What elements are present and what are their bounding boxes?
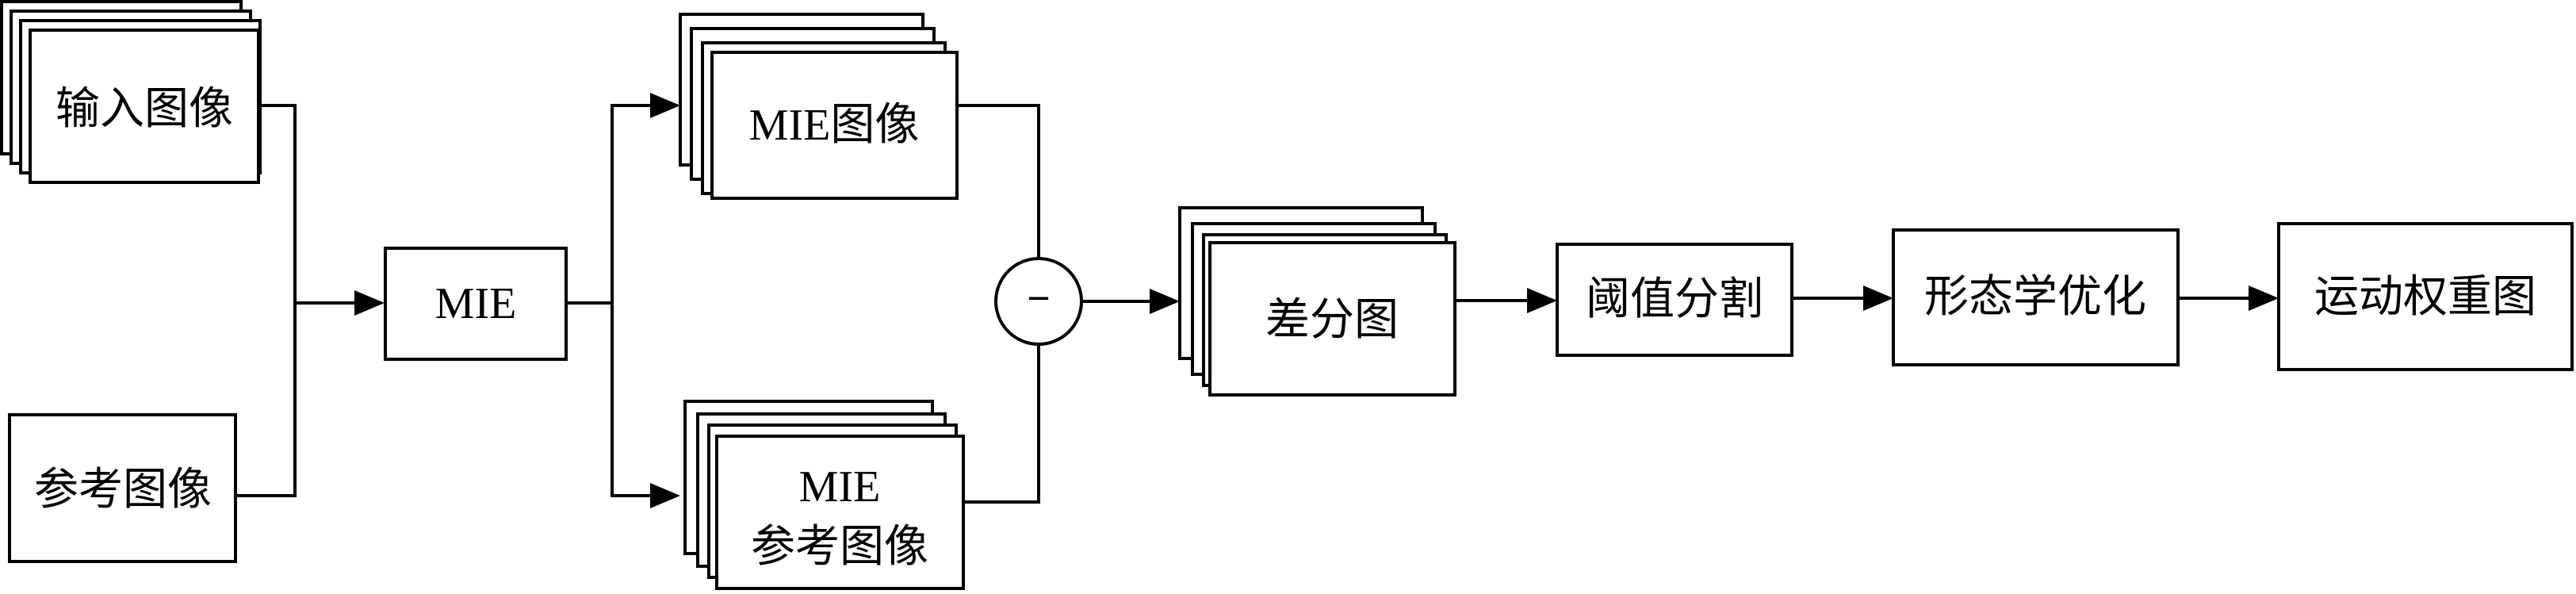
threshold-box — [1556, 243, 1793, 357]
node-motion-weight: 运动权重图 — [2277, 222, 2574, 371]
mie-image-box — [710, 51, 959, 200]
difference-map-box — [1208, 241, 1456, 397]
mie-box — [384, 247, 568, 361]
subtract-circle — [994, 257, 1083, 346]
connector-reference-to-merge — [235, 303, 297, 497]
mie-ref-label-line1: MIE — [799, 462, 881, 512]
morphology-label: 形态学优化 — [1924, 273, 2146, 322]
connector-split-to-mie-image — [611, 104, 652, 303]
connector-mie-ref-to-subtract — [963, 345, 1040, 504]
arrowhead-to-mie-image — [650, 93, 680, 118]
connectors — [235, 93, 2279, 508]
morphology-box — [1892, 228, 2180, 366]
arrowhead-to-threshold — [1527, 288, 1557, 313]
motion-weight-box — [2277, 222, 2574, 371]
threshold-label: 阈值分割 — [1586, 275, 1763, 324]
input-image-box — [29, 29, 260, 184]
arrowhead-to-mie — [354, 290, 385, 316]
arrowhead-to-mie-ref — [650, 483, 680, 508]
mie-label: MIE — [435, 279, 517, 328]
arrowhead-to-diff — [1150, 289, 1180, 314]
connector-split-to-mie-ref — [611, 303, 652, 497]
node-threshold: 阈值分割 — [1556, 243, 1793, 357]
reference-image-box — [8, 413, 237, 563]
node-mie: MIE — [384, 247, 568, 361]
motion-weight-label: 运动权重图 — [2314, 273, 2536, 322]
connector-mie-image-to-subtract — [957, 104, 1040, 258]
node-difference-map-stack: 差分图 — [1178, 206, 1456, 397]
node-input-image-stack: 输入图像 — [0, 0, 262, 184]
mie-ref-label-line2: 参考图像 — [751, 523, 928, 572]
node-subtract: − — [994, 257, 1083, 346]
reference-image-label: 参考图像 — [34, 466, 212, 515]
mie-ref-box — [715, 435, 965, 590]
difference-map-label: 差分图 — [1265, 296, 1399, 345]
node-mie-ref-stack: MIE 参考图像 — [683, 400, 965, 590]
node-mie-image-stack: MIE图像 — [679, 13, 959, 200]
node-morphology: 形态学优化 — [1892, 228, 2180, 366]
arrowhead-to-morph — [1863, 286, 1893, 311]
subtract-sign: − — [1027, 276, 1050, 320]
connector-input-to-merge — [258, 104, 297, 303]
arrowhead-to-weight — [2249, 286, 2279, 311]
node-reference-image: 参考图像 — [8, 413, 237, 563]
mie-image-label: MIE图像 — [749, 101, 920, 150]
input-image-label: 输入图像 — [56, 85, 233, 134]
